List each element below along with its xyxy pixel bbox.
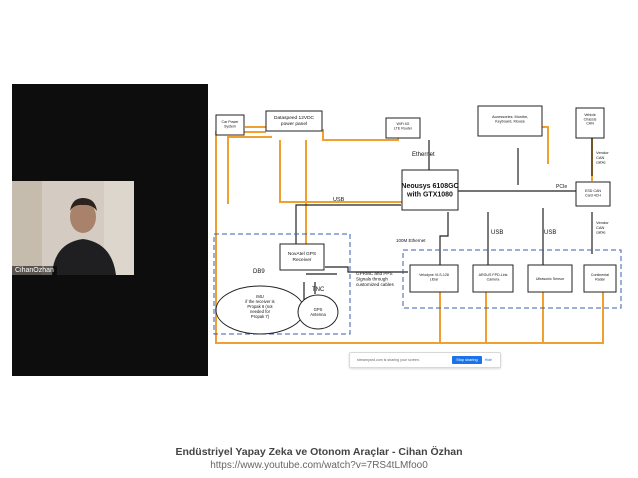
participant-name: CihanOzhan — [12, 266, 57, 275]
lidar-box — [409, 264, 459, 293]
video-title: Endüstriyel Yapay Zeka ve Otonom Araçlar… — [175, 446, 463, 458]
share-notice-text: streamyard.com is sharing your screen. — [357, 358, 420, 362]
gps-receiver-box — [279, 243, 325, 271]
dataspeed-box — [265, 110, 323, 132]
ultrasonic-box — [527, 264, 573, 293]
gps-antenna-ellipse — [297, 294, 339, 330]
label-ultrasonic: Ultrasonic Sensor — [536, 277, 565, 281]
camera-box — [472, 264, 514, 293]
label-ethernet: Ethernet — [412, 152, 435, 158]
screen-share-bar: streamyard.com is sharing your screen. S… — [349, 352, 501, 368]
esd-can-box — [575, 181, 611, 207]
signal-lines — [295, 124, 593, 321]
label-tnc: TNC — [312, 287, 325, 293]
radar-box — [583, 264, 617, 293]
black-panel-left-bottom — [12, 275, 134, 376]
video-url[interactable]: https://www.youtube.com/watch?v=7RS4tLMf… — [210, 460, 428, 471]
hide-link[interactable]: Hide — [484, 358, 492, 362]
gps-dashed-box — [213, 233, 351, 335]
label-ethernet-100m: 100M Ethernet — [396, 238, 426, 243]
wifi-router-box — [385, 117, 421, 139]
label-usb-middle: USB — [491, 230, 503, 236]
sensors-dashed-box — [402, 249, 622, 309]
label-usb-left: USB — [333, 197, 345, 203]
participant-avatar — [12, 181, 134, 275]
black-panel-center — [134, 84, 208, 376]
participant-video[interactable]: CihanOzhan — [12, 181, 134, 275]
label-pcie: PCIe — [556, 184, 567, 190]
stop-sharing-button[interactable]: Stop sharing — [452, 356, 482, 364]
label-usb-right: USB — [544, 230, 556, 236]
label-db9: DB9 — [253, 269, 265, 275]
vehicle-can-box — [575, 107, 605, 139]
label-accessories: Accessories: Monitor,Keyboard, Mouse — [492, 115, 528, 124]
black-panel-left — [12, 84, 134, 181]
neousys-box — [401, 169, 459, 211]
car-power-box — [215, 114, 245, 136]
accessories-box — [477, 105, 543, 137]
